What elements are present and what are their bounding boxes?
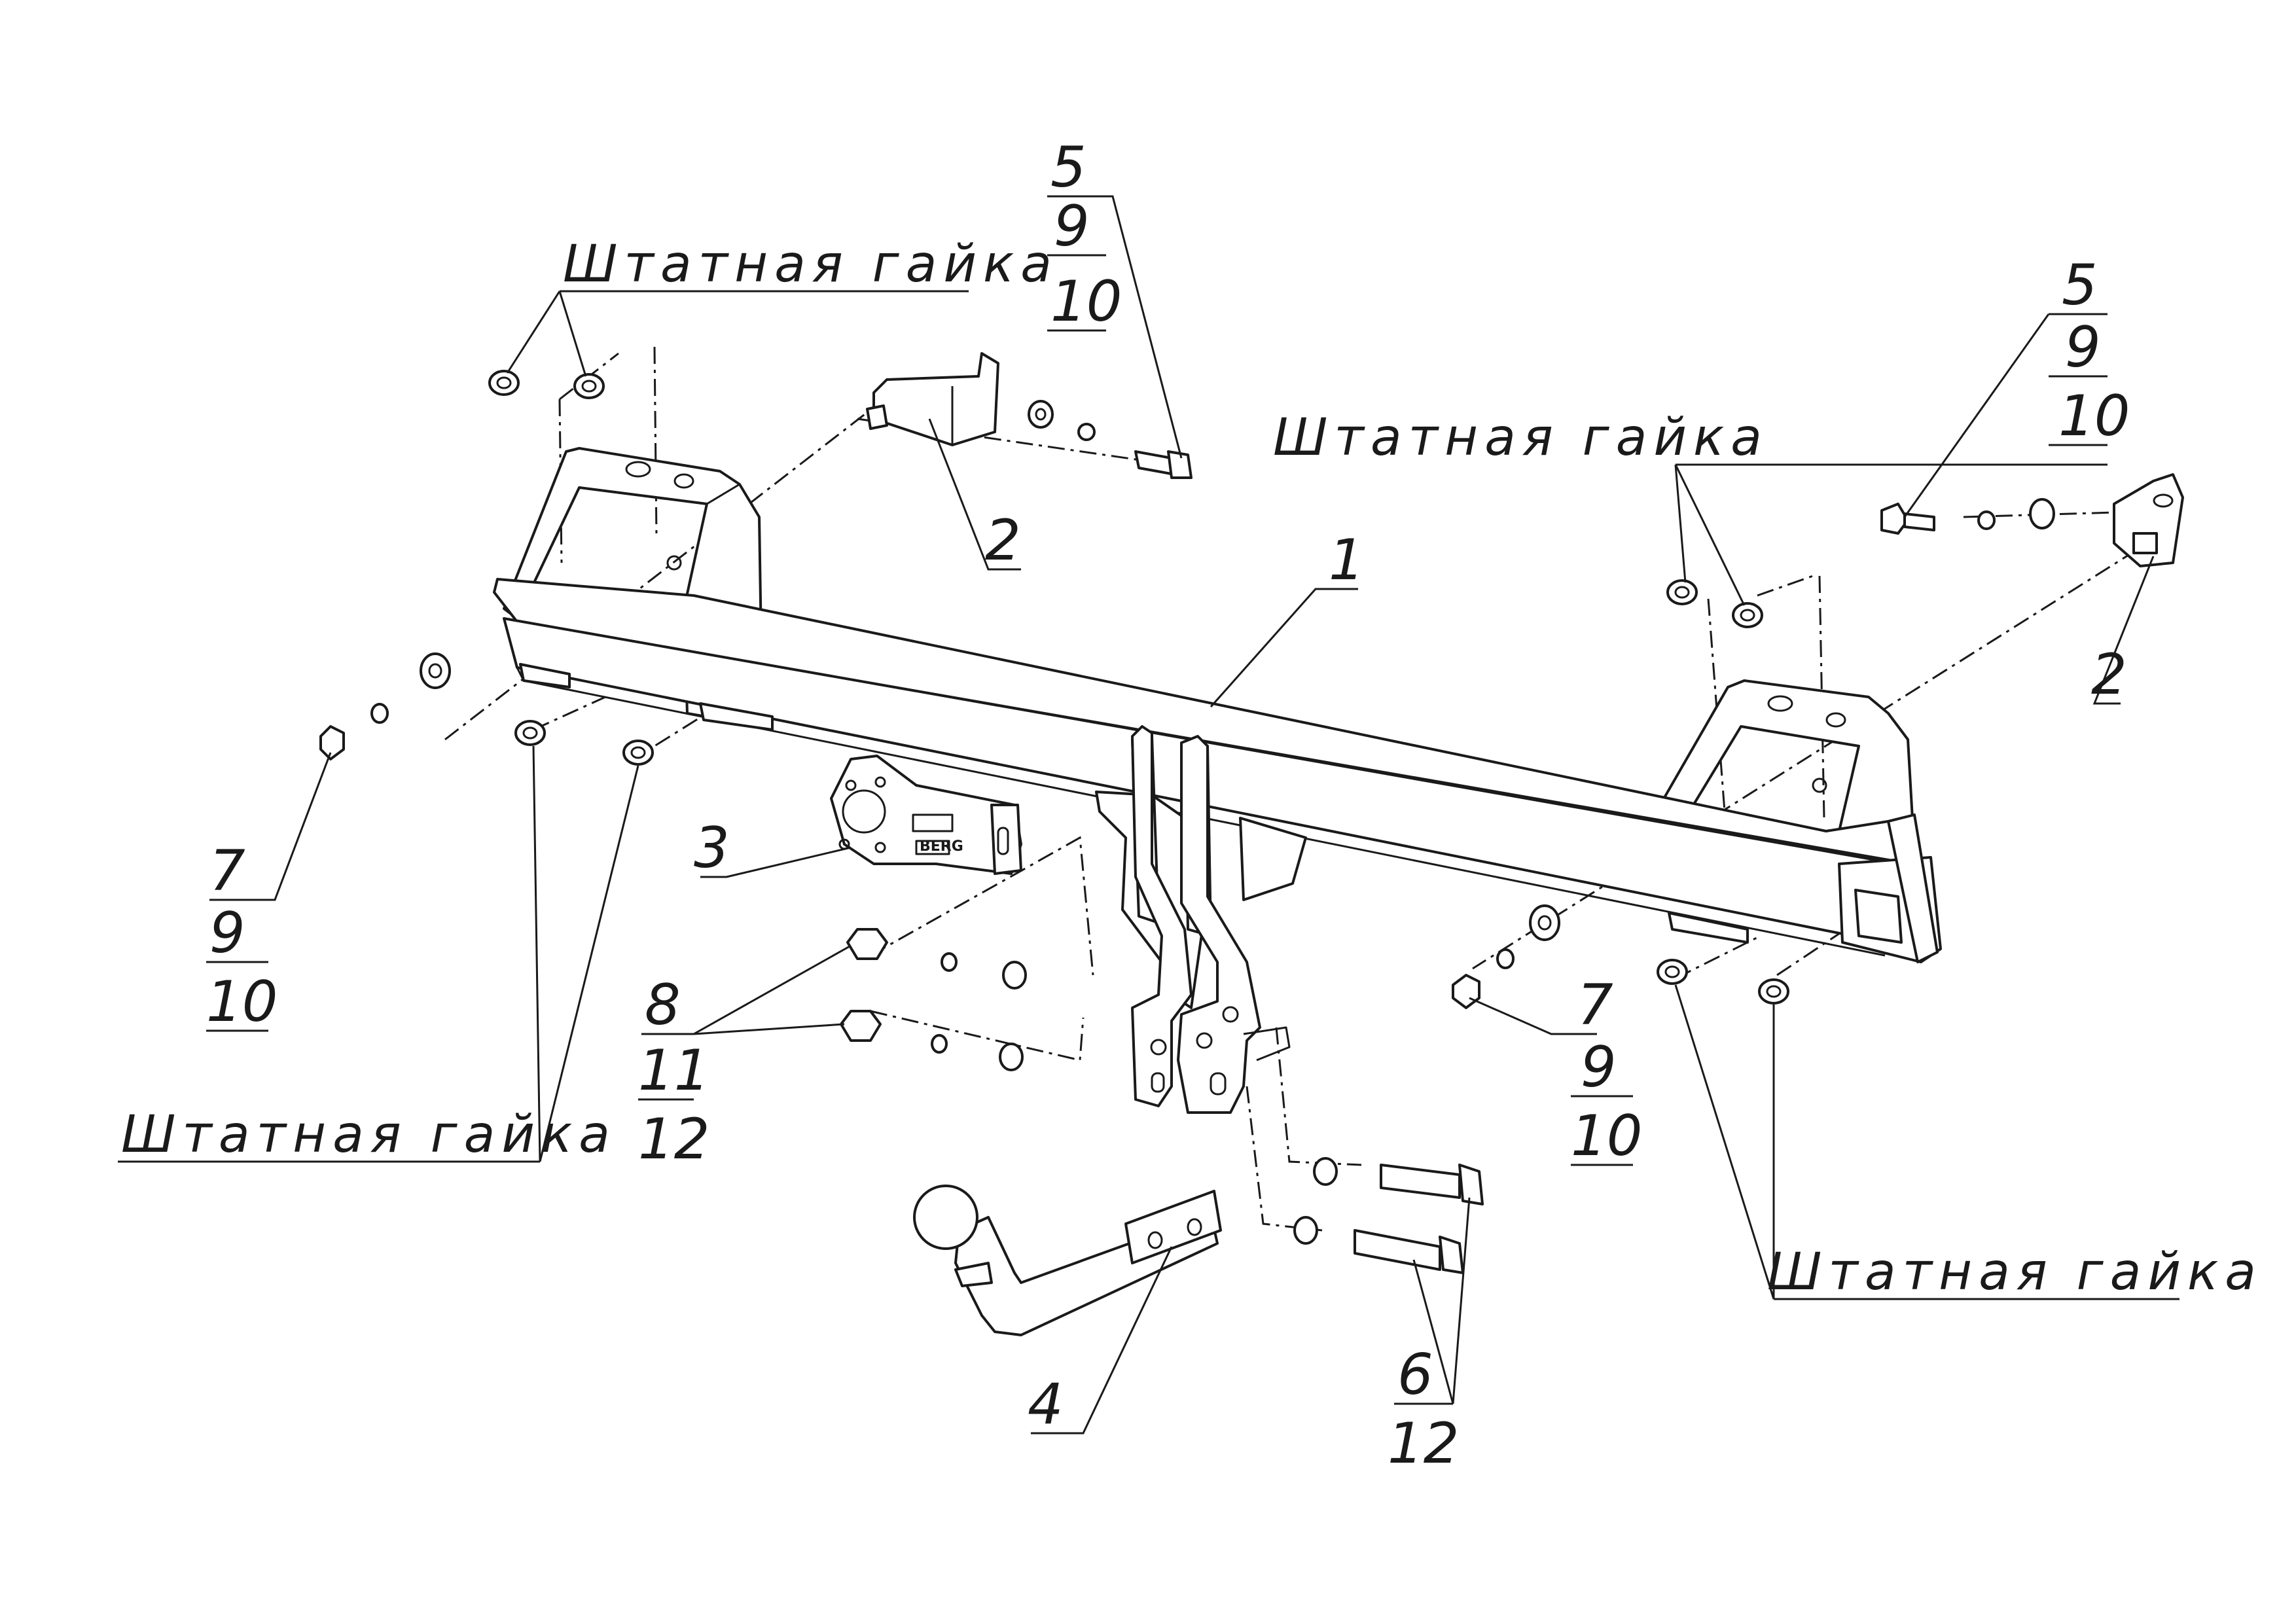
socket-logo: BERG bbox=[920, 838, 963, 855]
label-stack-middle-2: 12 bbox=[638, 1107, 709, 1172]
label-stack-bottom-0: 6 bbox=[1397, 1342, 1433, 1408]
label-nut-top-right: Штатная гайка bbox=[1273, 408, 1768, 467]
label-stack-right-lower-0: 7 bbox=[1577, 972, 1613, 1038]
hitch-plate-right bbox=[1177, 735, 1261, 1114]
side-bracket-left bbox=[866, 352, 999, 446]
hardware-left-lower bbox=[319, 652, 451, 760]
side-bracket-right bbox=[2113, 473, 2184, 567]
hardware-left-bottom-nuts bbox=[514, 720, 654, 766]
label-stack-top-0: 5 bbox=[1050, 135, 1086, 200]
label-stack-right-2: 10 bbox=[2058, 383, 2130, 449]
label-nut-bottom-left: Штатная гайка bbox=[121, 1105, 617, 1164]
label-nut-bottom-right: Штатная гайка bbox=[1767, 1243, 2263, 1302]
tow-ball bbox=[913, 1185, 978, 1250]
label-stack-right-lower-2: 10 bbox=[1571, 1103, 1642, 1169]
hardware-bottom-bolts bbox=[1293, 1157, 1484, 1274]
label-stack-right-0: 5 bbox=[2062, 253, 2098, 318]
label-stack-top-1: 9 bbox=[1054, 194, 1090, 259]
label-stack-middle-0: 8 bbox=[645, 972, 681, 1038]
label-stack-bottom-1: 12 bbox=[1388, 1411, 1459, 1476]
callout-labels: Штатная гайка Штатная гайка Штатная гайк… bbox=[121, 135, 2263, 1476]
socket-plate: BERG bbox=[830, 755, 1022, 875]
label-stack-right-lower-1: 9 bbox=[1581, 1035, 1617, 1100]
label-part-2-right: 2 bbox=[2091, 642, 2127, 707]
label-part-3: 3 bbox=[694, 815, 730, 881]
label-part-1: 1 bbox=[1329, 527, 1365, 593]
hardware-top-bolt bbox=[1028, 400, 1193, 479]
hardware-right-bottom-nuts bbox=[1657, 959, 1789, 1005]
leader-lines bbox=[118, 195, 2179, 1435]
label-part-2-left: 2 bbox=[985, 508, 1021, 573]
label-nut-top-left: Штатная гайка bbox=[563, 235, 1058, 294]
hitch-plate-left bbox=[1131, 725, 1193, 1107]
label-stack-left-2: 10 bbox=[206, 969, 278, 1035]
label-stack-left-0: 7 bbox=[209, 838, 245, 904]
hardware-right-top-nuts bbox=[1666, 579, 1763, 628]
label-stack-left-1: 9 bbox=[209, 901, 245, 966]
hardware-top-left-nuts bbox=[488, 370, 605, 399]
hardware-middle bbox=[840, 928, 1027, 1071]
label-stack-top-2: 10 bbox=[1050, 269, 1122, 334]
crossbeam bbox=[493, 447, 1942, 1114]
hardware-right-lower bbox=[1452, 904, 1560, 1009]
label-stack-right-1: 9 bbox=[2065, 315, 2101, 380]
label-part-4: 4 bbox=[1028, 1372, 1064, 1437]
ball-mount bbox=[913, 1185, 1222, 1336]
hardware-right-top bbox=[1880, 498, 2055, 535]
label-stack-middle-1: 11 bbox=[638, 1038, 709, 1103]
